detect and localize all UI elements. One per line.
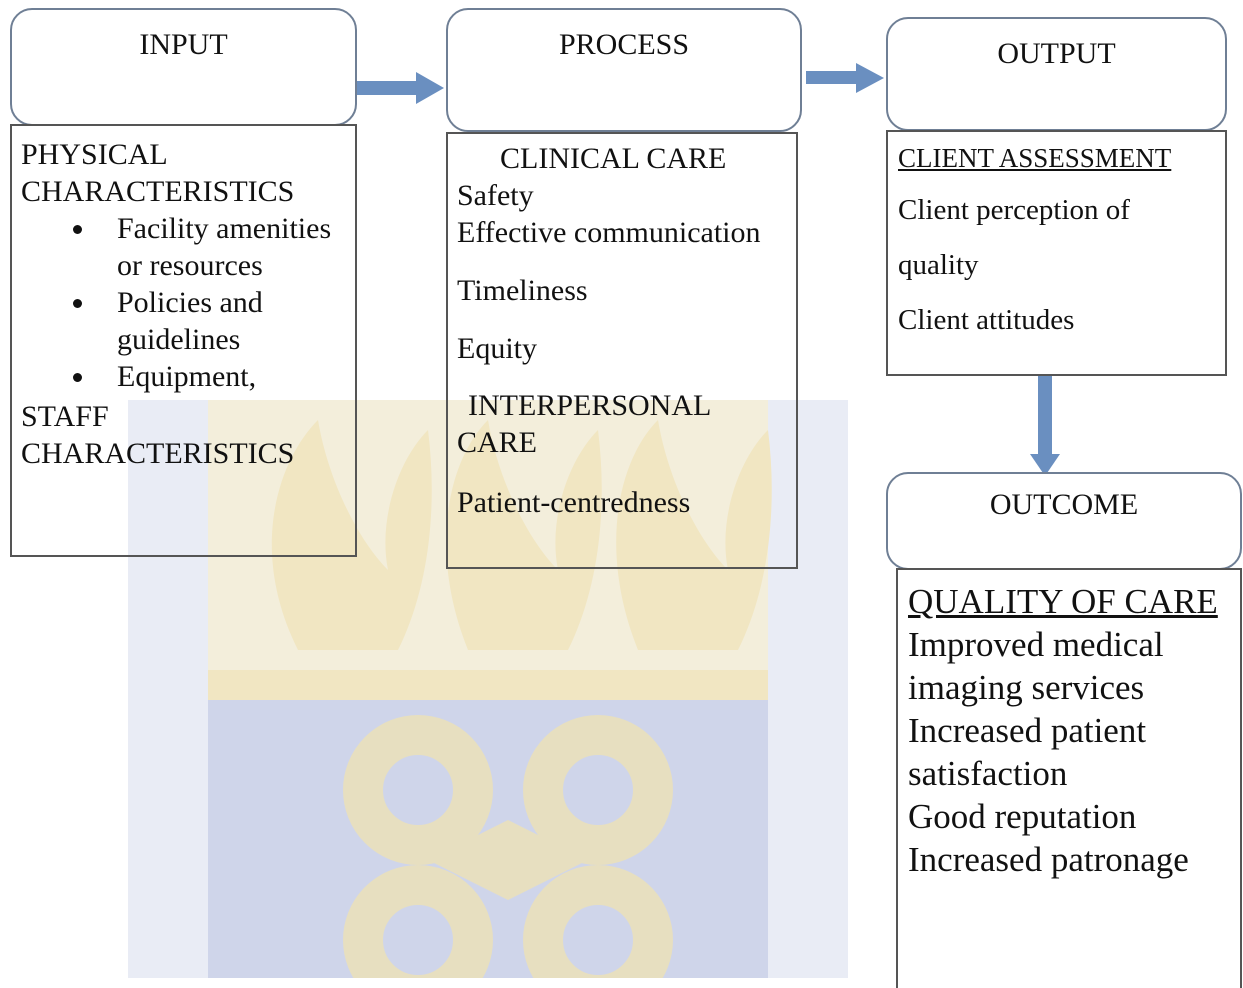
- input-content-box: PHYSICAL CHARACTERISTICS Facility amenit…: [10, 124, 357, 557]
- list-item: Policies and guidelines: [21, 284, 361, 358]
- process-item-timeliness: Timeliness: [457, 274, 588, 307]
- process-heading-clinical: CLINICAL CARE: [500, 142, 727, 175]
- output-item-quality: quality: [898, 249, 979, 281]
- output-title: OUTPUT: [997, 37, 1116, 70]
- arrow-input-to-process: [356, 72, 444, 104]
- process-item-communication: Effective communication: [457, 216, 761, 249]
- outcome-item-satisfaction: Increased patient satisfaction: [908, 711, 1147, 793]
- process-content-box: CLINICAL CARE Safety Effective communica…: [446, 132, 798, 569]
- process-heading-interpersonal: INTERPERSONAL CARE: [457, 389, 711, 459]
- arrow-process-to-output: [806, 63, 884, 93]
- arrow-output-to-outcome: [1030, 376, 1060, 476]
- process-item-safety: Safety: [457, 179, 534, 212]
- outcome-header-box: OUTCOME: [886, 472, 1242, 570]
- input-title: INPUT: [139, 28, 228, 61]
- list-item: Facility amenities or resources: [21, 210, 361, 284]
- output-header-box: OUTPUT: [886, 17, 1227, 131]
- process-title: PROCESS: [558, 28, 690, 61]
- process-item-equity: Equity: [457, 332, 537, 365]
- crest-watermark: [128, 400, 848, 978]
- outcome-content-box: QUALITY OF CARE Improved medical imaging…: [896, 568, 1242, 988]
- outcome-text: QUALITY OF CARE Improved medical imaging…: [908, 580, 1234, 881]
- output-heading-client-assessment: CLIENT ASSESSMENT: [898, 143, 1172, 173]
- output-content-box: CLIENT ASSESSMENT Client perception of q…: [886, 130, 1227, 376]
- output-item-attitudes: Client attitudes: [898, 304, 1075, 336]
- outcome-title: OUTCOME: [989, 488, 1139, 521]
- process-header-box: PROCESS: [446, 8, 802, 132]
- process-item-patient-centredness: Patient-centredness: [457, 486, 691, 519]
- outcome-heading-tail: Improved medical imaging services: [908, 625, 1164, 707]
- outcome-heading: QUALITY OF CARE: [908, 582, 1218, 621]
- input-heading-staff: STAFF CHARACTERISTICS: [21, 400, 295, 470]
- outcome-item-patronage: Increased patronage: [908, 840, 1189, 879]
- input-header-box: INPUT: [10, 8, 357, 126]
- input-heading-physical: PHYSICAL CHARACTERISTICS: [21, 138, 295, 208]
- outcome-item-reputation: Good reputation: [908, 797, 1137, 836]
- output-item-perception: Client perception of: [898, 194, 1130, 226]
- list-item: Equipment,: [21, 358, 361, 395]
- input-bullet-list: Facility amenities or resources Policies…: [21, 210, 361, 395]
